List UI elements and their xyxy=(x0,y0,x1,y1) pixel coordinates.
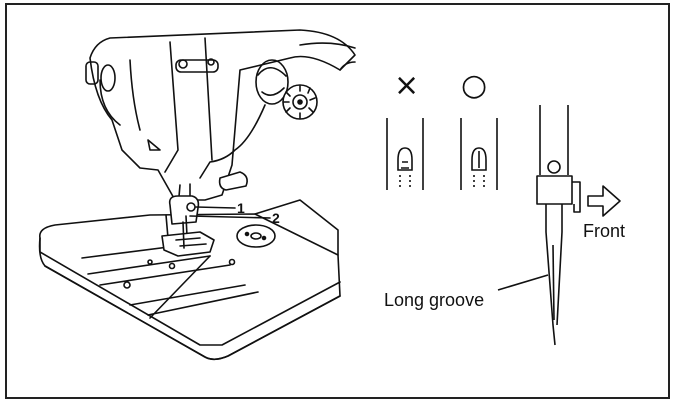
correct-mark: ○ xyxy=(461,68,487,103)
tension-nut-center xyxy=(292,94,308,110)
head-detail xyxy=(99,59,141,131)
bed-seam xyxy=(149,255,211,319)
presser-lever xyxy=(218,171,248,191)
groove-leader xyxy=(497,274,549,291)
tension-disc xyxy=(255,59,289,105)
bed-thickness xyxy=(39,237,341,346)
needle-groove xyxy=(552,244,555,321)
lever-mark xyxy=(147,139,161,151)
bed-front-edge xyxy=(44,265,341,361)
slide-plate xyxy=(81,242,259,316)
tension-nut-knurl xyxy=(283,85,316,119)
callout-2: 2 xyxy=(272,210,280,226)
machine-head xyxy=(89,29,356,201)
needle-eye-wrong xyxy=(397,147,413,171)
thread-path xyxy=(199,104,266,179)
bed-screw xyxy=(228,258,236,266)
front-label: Front xyxy=(583,221,625,241)
bed-screw xyxy=(147,259,153,265)
needle-clamp-large xyxy=(536,175,573,205)
needle-shank xyxy=(545,204,563,232)
bed-screw xyxy=(123,281,131,289)
needle-large-view xyxy=(497,105,581,346)
oil-window xyxy=(100,64,116,92)
bobbin-plate xyxy=(236,224,276,248)
callout-1: 1 xyxy=(237,200,245,216)
incorrect-mark: × xyxy=(394,68,419,103)
needle-bar-large xyxy=(539,105,569,175)
machine-needle xyxy=(182,221,185,249)
face-plate-screw xyxy=(207,58,215,66)
needle-clamp-screw xyxy=(186,202,196,212)
head-front-panel xyxy=(164,37,213,173)
callout-leader-2 xyxy=(189,215,271,219)
sewing-machine-illustration xyxy=(38,29,356,361)
bed-screw xyxy=(168,262,176,270)
bobbin-plate-inner xyxy=(250,232,262,240)
presser-foot xyxy=(161,231,215,257)
needle-blade xyxy=(545,231,563,346)
correct-needle-detail xyxy=(460,118,498,190)
bed-rear xyxy=(254,199,339,256)
diagram-frame xyxy=(5,3,670,399)
clamp-side xyxy=(572,181,581,213)
long-groove-label: Long groove xyxy=(384,290,484,310)
thread-guide xyxy=(175,59,219,73)
incorrect-needle-detail xyxy=(386,118,424,190)
needle-clamp-screw-large xyxy=(547,160,561,174)
needle-eye-correct xyxy=(471,147,487,171)
front-arrow-icon xyxy=(587,185,621,217)
tension-spring xyxy=(257,66,287,96)
arm-rear xyxy=(299,42,356,71)
callout-leader-1 xyxy=(195,206,236,209)
side-knob xyxy=(85,61,99,85)
